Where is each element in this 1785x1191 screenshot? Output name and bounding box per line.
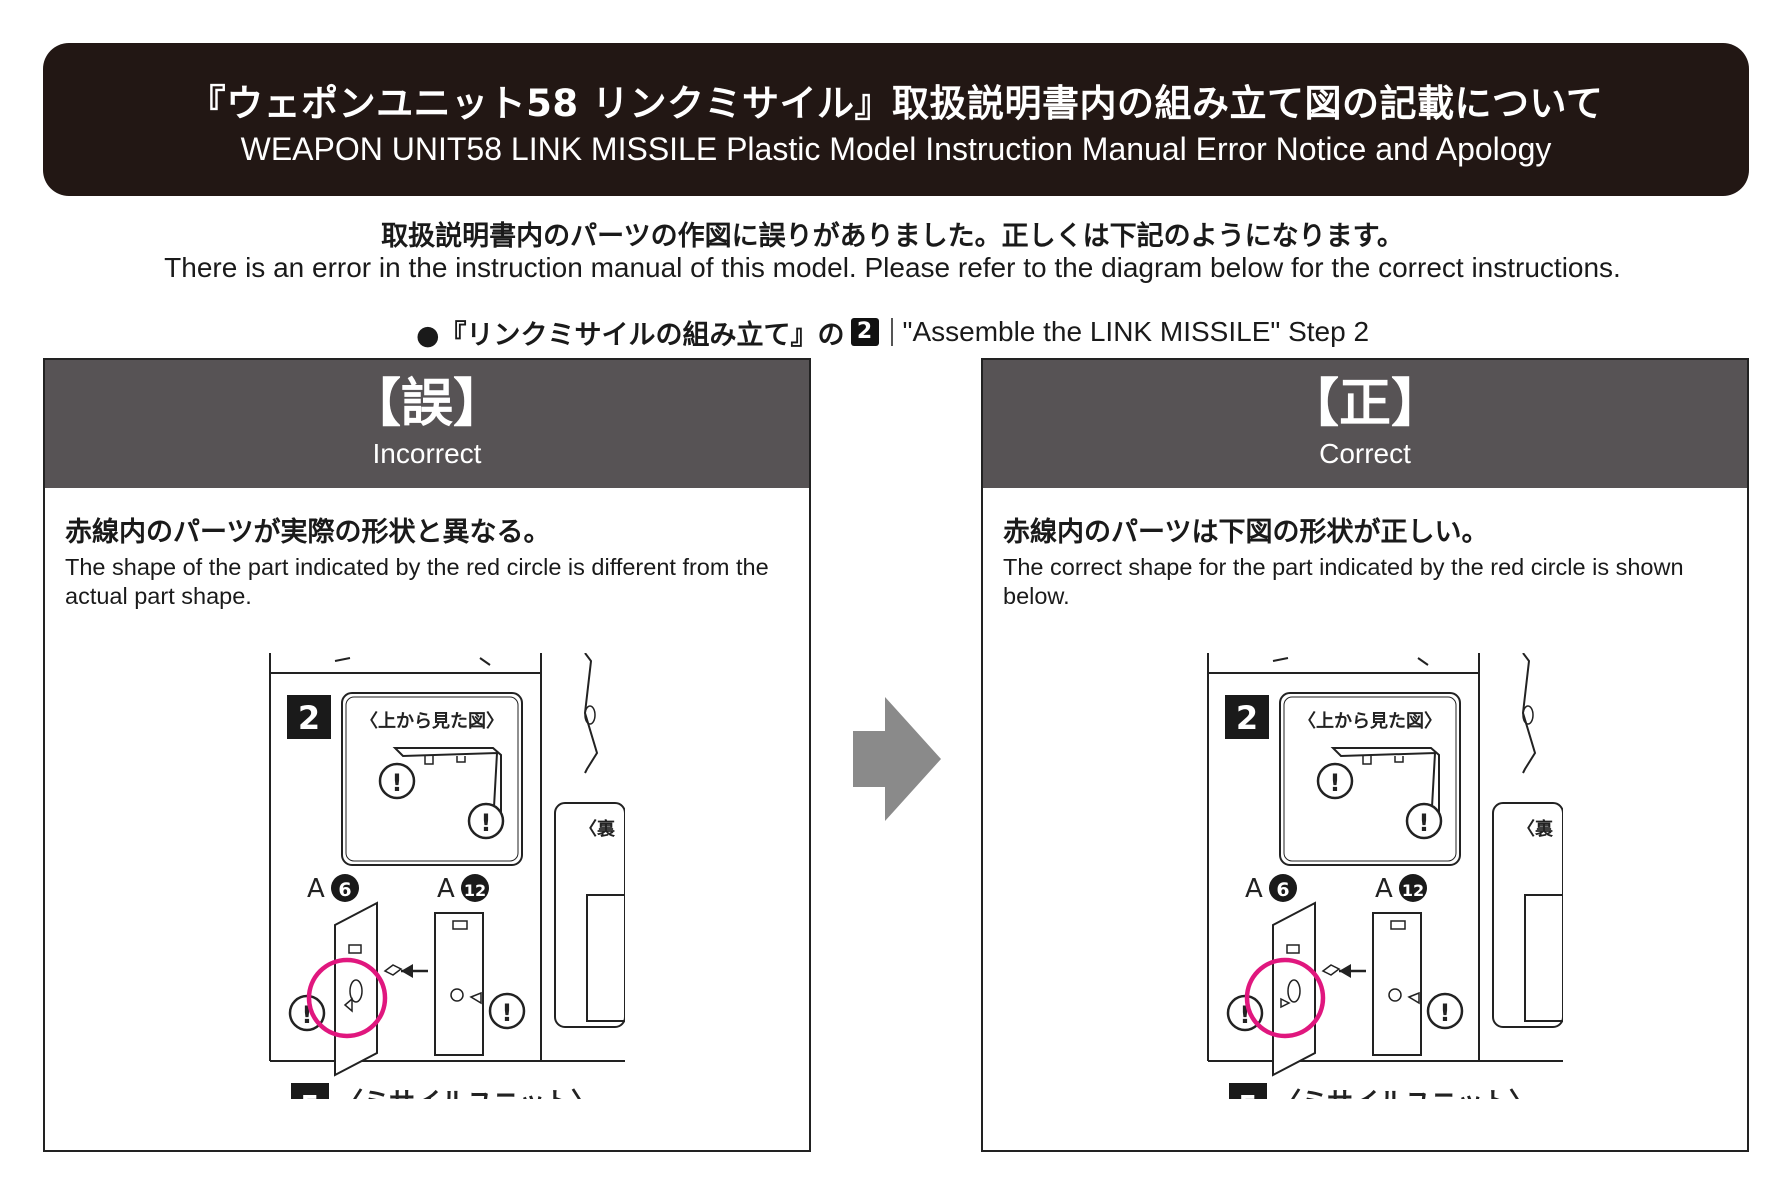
incorrect-heading-jp: 【誤】: [348, 374, 505, 434]
svg-text:!: !: [392, 769, 403, 797]
part-number-badge: [1399, 874, 1427, 902]
diagram-back-label: 〈裏: [1517, 818, 1554, 840]
incorrect-panel-header: 【誤】 Incorrect: [45, 360, 809, 488]
correct-panel: 【正】 Correct 赤線内のパーツは下図の形状が正しい。 The corre…: [981, 358, 1749, 1152]
diagram-step-number: 2: [298, 699, 320, 737]
correct-heading-en: Correct: [1319, 438, 1411, 469]
incorrect-description-en: The shape of the part indicated by the r…: [65, 554, 769, 609]
part-number-badge: [1269, 874, 1297, 902]
exclamation-icon: [467, 802, 505, 840]
svg-text:!: !: [302, 1001, 313, 1029]
part-a12-letter: A: [437, 874, 455, 904]
incorrect-diagram: 2 〈上から見た図〉 ! ! A 6 A 12 ! ! 〈裏: [225, 653, 625, 1113]
diagram-back-label: 〈裏: [579, 818, 616, 840]
title-banner: 『ウェポンユニット58 リンクミサイル』取扱説明書内の組み立て図の記載について …: [43, 43, 1749, 196]
banner-title-en: WEAPON UNIT58 LINK MISSILE Plastic Model…: [240, 131, 1552, 167]
diagram-step-badge: [1225, 695, 1269, 739]
step-number-badge: 2: [850, 318, 879, 346]
exclamation-icon: [488, 992, 526, 1030]
intro-text-en: There is an error in the instruction man…: [164, 252, 1621, 283]
part-a6-letter: A: [307, 874, 325, 904]
svg-text:!: !: [502, 999, 513, 1027]
highlight-circle: [1244, 957, 1326, 1039]
svg-text:6: 6: [1276, 879, 1289, 901]
svg-text:12: 12: [464, 881, 486, 900]
correct-diagram: 2 〈上から見た図〉 ! ! A 6 A 12 ! ! 〈裏: [1163, 653, 1563, 1113]
exclamation-icon: [378, 762, 416, 800]
svg-text:!: !: [1330, 769, 1341, 797]
svg-text:6: 6: [338, 879, 351, 901]
part-number-badge: [461, 874, 489, 902]
intro-text-jp: 取扱説明書内のパーツの作図に誤りがありました。正しくは下記のようになります。: [381, 221, 1404, 252]
exclamation-icon: [1405, 802, 1443, 840]
svg-text:!: !: [1440, 999, 1451, 1027]
correct-description-jp: 赤線内のパーツは下図の形状が正しい。: [1003, 517, 1489, 548]
svg-text:!: !: [1240, 1001, 1251, 1029]
svg-text:!: !: [1419, 809, 1430, 837]
incorrect-heading-en: Incorrect: [372, 438, 482, 469]
highlight-circle: [306, 957, 388, 1039]
incorrect-description-jp: 赤線内のパーツが実際の形状と異なる。: [65, 517, 551, 548]
arrow-right-icon: [853, 697, 941, 821]
correct-heading-jp: 【正】: [1286, 374, 1443, 434]
part-a6-letter: A: [1245, 874, 1263, 904]
step-reference-jp: ●『リンクミサイルの組み立て』の: [415, 319, 845, 351]
step-reference: ●『リンクミサイルの組み立て』の 2 "Assemble the LINK MI…: [0, 314, 1785, 351]
incorrect-panel: 【誤】 Incorrect 赤線内のパーツが実際の形状と異なる。 The sha…: [43, 358, 811, 1152]
svg-text:12: 12: [1402, 881, 1424, 900]
exclamation-icon: [1316, 762, 1354, 800]
banner-title-jp: 『ウェポンユニット58 リンクミサイル』取扱説明書内の組み立て図の記載について: [188, 82, 1604, 125]
diagram-step-badge: [287, 695, 331, 739]
step-separator: [890, 318, 893, 346]
diagram-step-number: 2: [1236, 699, 1258, 737]
svg-text:!: !: [481, 809, 492, 837]
step-reference-en: "Assemble the LINK MISSILE" Step 2: [902, 316, 1370, 347]
diagram-top-view-label: 〈上から見た図〉: [1298, 711, 1442, 732]
exclamation-icon: [1426, 992, 1464, 1030]
correct-panel-header: 【正】 Correct: [983, 360, 1747, 488]
correct-description-en: The correct shape for the part indicated…: [1003, 554, 1684, 609]
part-a12-letter: A: [1375, 874, 1393, 904]
diagram-top-view-label: 〈上から見た図〉: [360, 711, 504, 732]
part-number-badge: [331, 874, 359, 902]
